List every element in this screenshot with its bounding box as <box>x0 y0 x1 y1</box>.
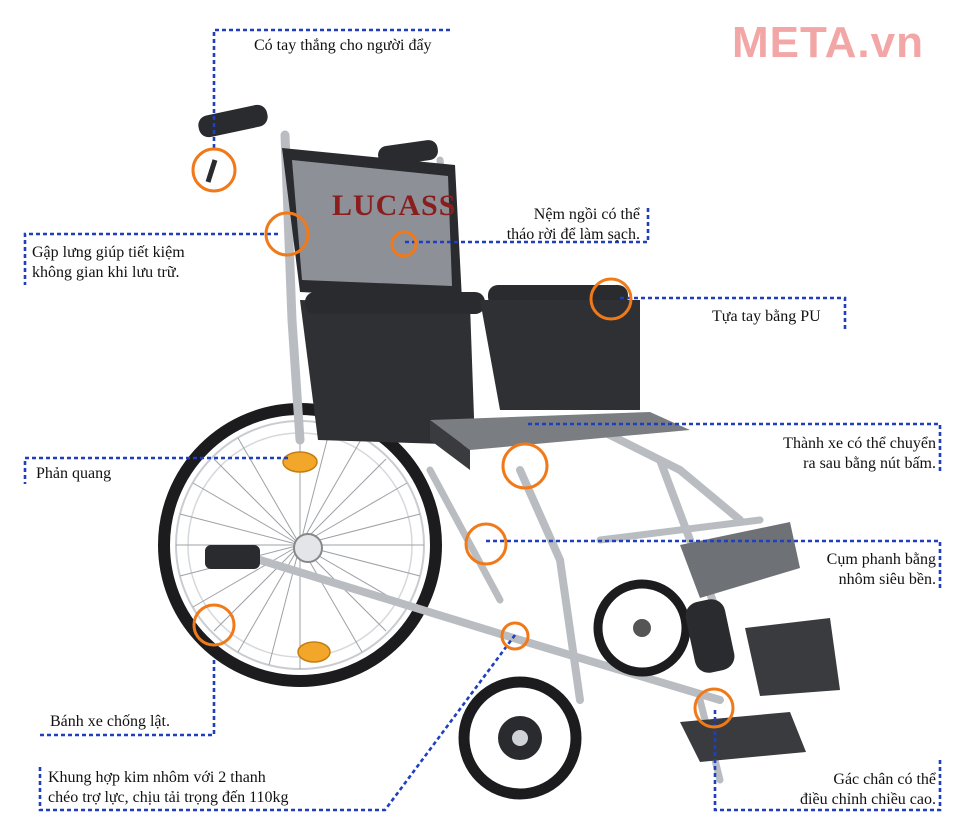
backrest: LUCASS <box>282 148 475 445</box>
anti-tip-bracket <box>205 545 260 569</box>
callout-push-handle: Có tay thắng cho người đẩy <box>254 37 432 54</box>
rear-wheel <box>158 403 442 687</box>
callout-frame: Khung hợp kim nhôm với 2 thanh chéo trợ … <box>48 768 288 808</box>
callout-line: chéo trợ lực, chịu tải trọng đến 110kg <box>48 789 289 806</box>
marker-icon <box>589 277 633 321</box>
callout-fold-back: Gập lưng giúp tiết kiệm không gian khi l… <box>32 243 185 283</box>
marker-icon <box>500 621 530 651</box>
callout-line: điều chỉnh chiều cao. <box>800 791 936 808</box>
brand-logo: LUCASS <box>332 189 456 222</box>
callout-brake: Cụm phanh bằng nhôm siêu bền. <box>827 550 936 590</box>
callout-line: tháo rời để làm sạch. <box>506 226 640 243</box>
callout-line: nhôm siêu bền. <box>838 571 936 588</box>
callout-line: Gập lưng giúp tiết kiệm <box>32 244 185 261</box>
marker-icon <box>501 442 549 490</box>
marker-icon <box>464 522 508 566</box>
callout-line: Nệm ngồi có thể <box>533 206 640 223</box>
callout-markers <box>191 147 735 729</box>
leader-lines <box>23 28 942 812</box>
reflector-icon <box>282 451 318 473</box>
callout-seat-cushion: Nệm ngồi có thể tháo rời để làm sạch. <box>507 205 640 245</box>
footrests <box>680 522 840 762</box>
marker-icon <box>693 687 735 729</box>
marker-icon <box>390 230 418 258</box>
marker-icon <box>191 147 237 193</box>
front-casters <box>458 579 691 800</box>
callout-armrest: Tựa tay bằng PU <box>712 308 821 325</box>
callout-footrest: Gác chân có thể điều chỉnh chiều cao. <box>800 770 936 810</box>
marker-icon <box>192 603 236 647</box>
callout-line: Gác chân có thể <box>833 771 936 788</box>
reflector-icon <box>297 641 331 663</box>
marker-icon <box>264 211 310 257</box>
callout-anti-tip: Bánh xe chống lật. <box>50 713 170 730</box>
callout-line: Thành xe có thể chuyển <box>783 435 936 452</box>
callout-reflector: Phản quang <box>36 465 112 482</box>
seat <box>430 412 690 470</box>
push-handles <box>198 104 438 183</box>
callout-line: không gian khi lưu trữ. <box>32 264 180 281</box>
callout-side-frame: Thành xe có thể chuyển ra sau bằng nút b… <box>783 434 936 474</box>
callout-line: ra sau bằng nút bấm. <box>803 455 936 472</box>
callout-line: Khung hợp kim nhôm với 2 thanh <box>48 769 266 786</box>
callout-line: Cụm phanh bằng <box>826 551 936 568</box>
watermark-logo: META.vn <box>732 18 924 67</box>
armrests <box>305 285 640 410</box>
